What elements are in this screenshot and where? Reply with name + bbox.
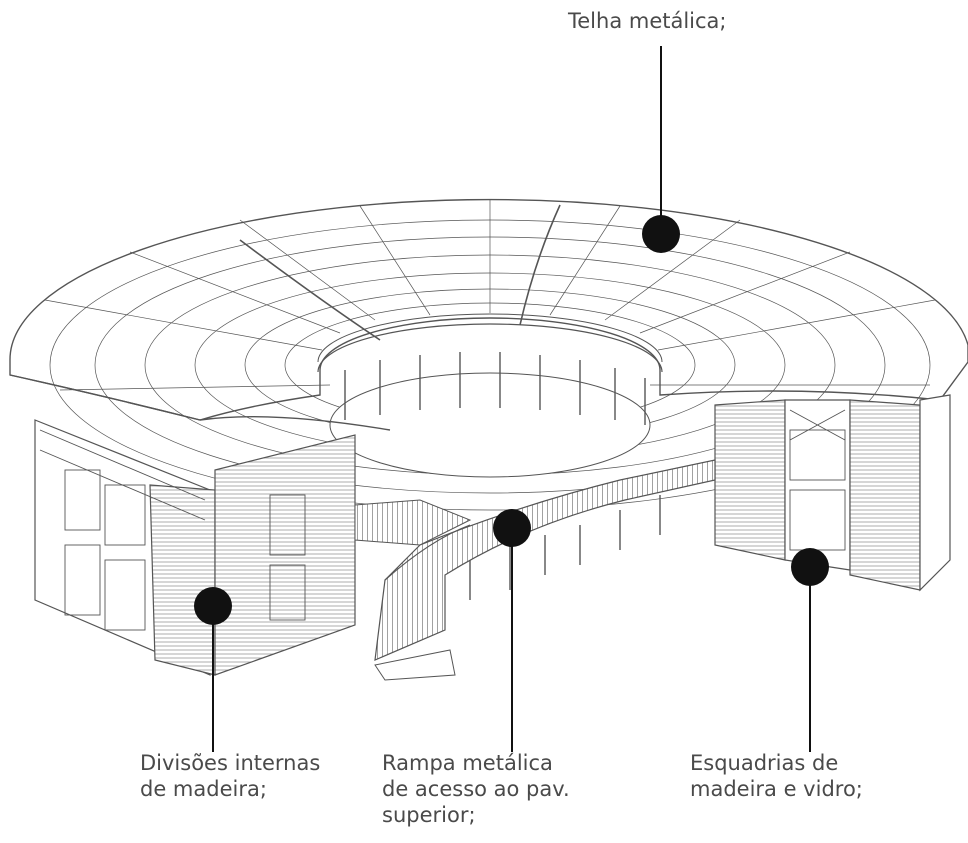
- access-ramp: [354, 459, 716, 681]
- callout-dot-ramp: [493, 509, 531, 547]
- label-wood-glass-frames: Esquadrias de madeira e vidro;: [690, 750, 910, 802]
- callout-lines: [212, 46, 811, 752]
- label-wooden-partitions: Divisões internas de madeira;: [140, 750, 358, 802]
- inner-courtyard: [317, 313, 663, 478]
- label-metal-roof: Telha metálica;: [568, 8, 727, 34]
- label-wooden-partitions-line1: Divisões internas: [140, 750, 358, 776]
- label-metal-ramp-word2: metálica: [462, 751, 553, 775]
- label-metal-ramp-line2: de acesso ao pav.: [382, 777, 570, 801]
- label-wood-glass-frames-line2: madeira e vidro;: [690, 777, 863, 801]
- label-metal-ramp-line3: superior;: [382, 803, 476, 827]
- label-wood-glass-frames-line1: Esquadrias de: [690, 751, 839, 775]
- label-metal-roof-line1: Telha metálica;: [568, 9, 727, 33]
- callout-dot-partitions: [194, 587, 232, 625]
- label-wooden-partitions-word1: Divisões: [140, 751, 228, 775]
- left-building: [9, 374, 391, 676]
- right-building: [714, 394, 951, 592]
- label-wooden-partitions-line2: de madeira;: [140, 777, 267, 801]
- callout-dot-roof: [642, 215, 680, 253]
- label-wooden-partitions-word2: internas: [234, 751, 321, 775]
- metal-roof-ring: [9, 198, 968, 511]
- callout-dot-frames: [791, 548, 829, 586]
- label-metal-ramp: Rampa metálica de acesso ao pav. superio…: [382, 750, 630, 828]
- label-metal-ramp-line1: Rampa metálica: [382, 750, 630, 776]
- label-metal-ramp-word1: Rampa: [382, 751, 456, 775]
